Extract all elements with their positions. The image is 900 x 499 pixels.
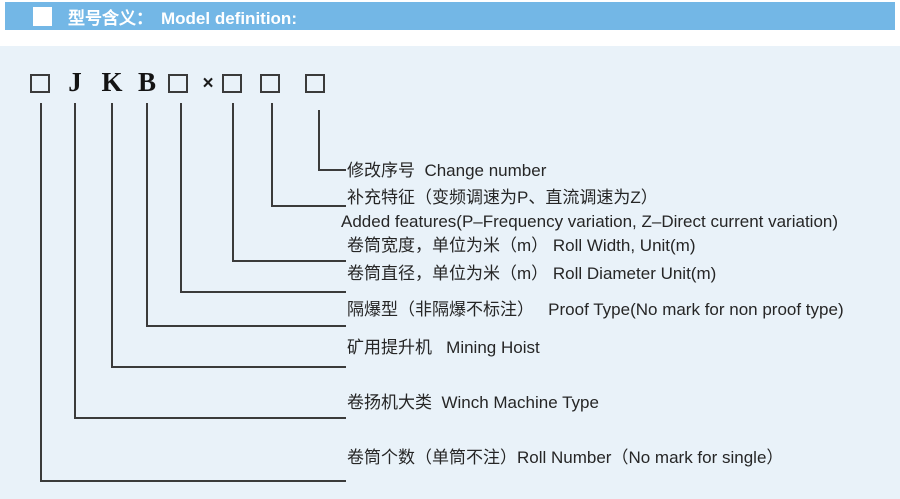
label-added-features-en: Added features(P–Frequency variation, Z–… [341, 212, 839, 231]
model-code-letter-k: K [101, 67, 123, 97]
connector-hline-winch-type [74, 417, 346, 419]
label-roll-number: 卷筒个数（单筒不注）Roll Number（No mark for single… [347, 448, 784, 467]
model-code-box-added-feature [260, 74, 280, 93]
connector-vline-mining-hoist [111, 103, 113, 368]
model-code-box-diameter [168, 74, 188, 93]
model-code-letter-j: J [68, 67, 82, 97]
label-winch-type: 卷扬机大类 Winch Machine Type [347, 393, 599, 412]
model-code-box-width [222, 74, 242, 93]
connector-vline-proof-type [146, 103, 148, 327]
connector-hline-proof-type [146, 325, 346, 327]
multiply-sign: × [202, 73, 214, 94]
connector-hline-roll-diameter [180, 291, 346, 293]
connector-vline-winch-type [74, 103, 76, 419]
connector-vline-change-number [318, 110, 320, 171]
page-title-en: Model definition: [161, 8, 297, 28]
diagram-area [0, 46, 900, 499]
connector-hline-change-number [318, 169, 346, 171]
label-change-number: 修改序号 Change number [347, 161, 547, 180]
label-roll-width: 卷筒宽度，单位为米（m） Roll Width, Unit(m) [347, 236, 696, 255]
label-proof-type: 隔爆型（非隔爆不标注） Proof Type(No mark for non p… [347, 300, 844, 319]
connector-vline-roll-width [232, 103, 234, 262]
connector-vline-roll-diameter [180, 103, 182, 293]
connector-hline-added-features [271, 205, 346, 207]
label-roll-diameter: 卷筒直径，单位为米（m） Roll Diameter Unit(m) [347, 264, 717, 283]
connector-hline-roll-width [232, 260, 346, 262]
page-title-zh: 型号含义： [68, 8, 153, 28]
label-added-features-zh: 补充特征（变频调速为P、直流调速为Z） [347, 188, 658, 207]
label-mining-hoist: 矿用提升机 Mining Hoist [347, 338, 540, 357]
header-bar: 型号含义： Model definition: [5, 2, 895, 30]
connector-hline-roll-number [40, 480, 346, 482]
connector-vline-roll-number [40, 103, 42, 482]
square-bullet-icon [33, 6, 52, 26]
model-code-box-roll-number [30, 74, 50, 93]
model-code-box-change-number [305, 74, 325, 93]
model-code-letter-b: B [137, 67, 157, 97]
connector-hline-mining-hoist [111, 366, 346, 368]
connector-vline-added-features [271, 103, 273, 207]
page-title: 型号含义： Model definition: [68, 4, 297, 29]
